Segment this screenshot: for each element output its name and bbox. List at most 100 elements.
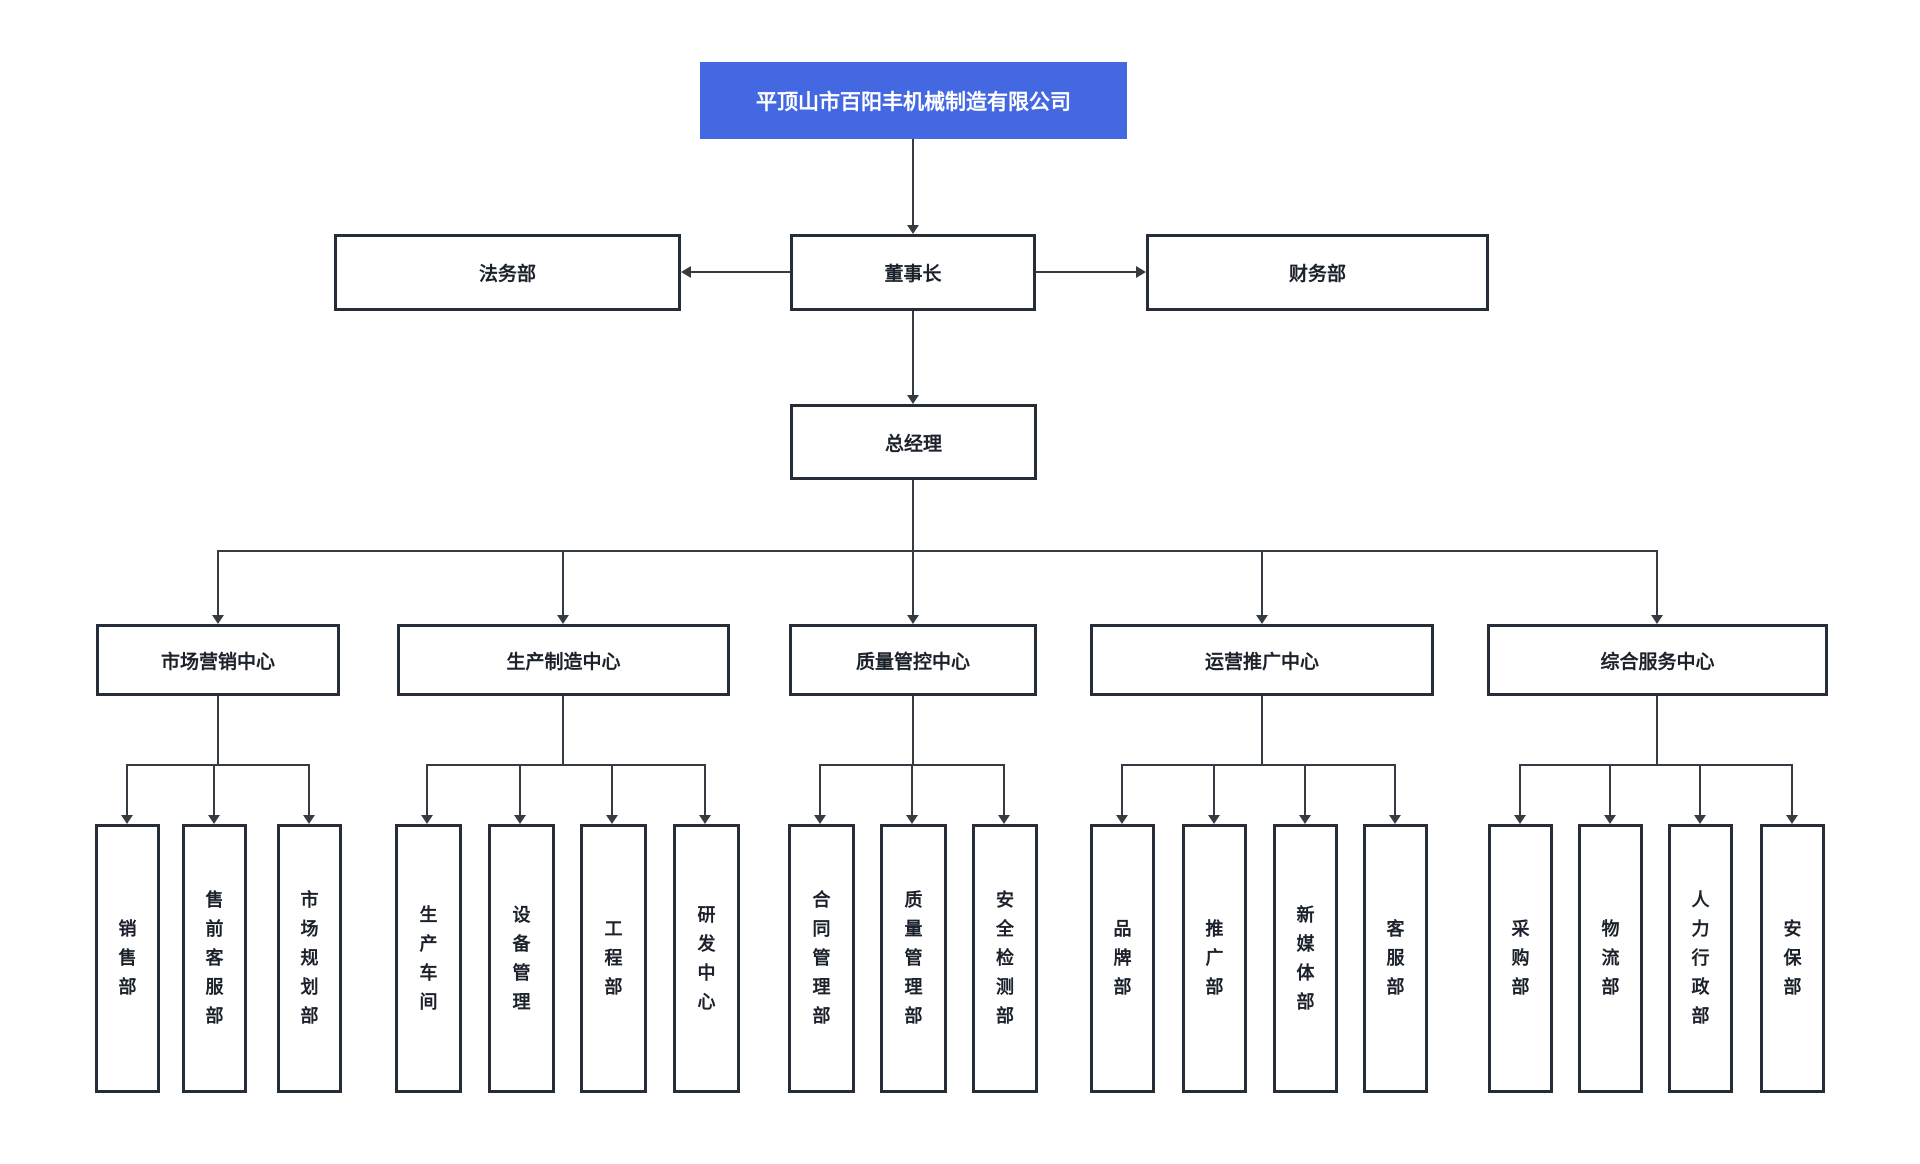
promotion-dept-label: 推广部 — [1205, 919, 1224, 997]
arrowhead-down-icon — [998, 815, 1010, 824]
sales-dept-label: 销售部 — [118, 919, 137, 997]
arrowhead-left-icon — [681, 266, 691, 278]
arrowhead-down-icon — [907, 225, 919, 234]
connector-chairman-gm — [912, 311, 914, 395]
connector-drop-child — [126, 765, 128, 815]
arrowhead-down-icon — [907, 615, 919, 624]
arrowhead-down-icon — [514, 815, 526, 824]
connector-drop-child — [1213, 765, 1215, 815]
safety-inspection-dept-label: 安全检测部 — [996, 890, 1014, 1026]
arrowhead-down-icon — [557, 615, 569, 624]
arrowhead-down-icon — [421, 815, 433, 824]
company-label: 平顶山市百阳丰机械制造有限公司 — [756, 90, 1071, 114]
node-finance-dept: 财务部 — [1146, 234, 1489, 311]
connector-bus-group-5 — [1519, 764, 1793, 766]
presales-service-dept-label: 售前客服部 — [205, 890, 224, 1026]
arrowhead-down-icon — [1786, 815, 1798, 824]
node-operations-center: 运营推广中心 — [1090, 624, 1434, 696]
connector-drop-child — [819, 765, 821, 815]
node-production-center: 生产制造中心 — [397, 624, 730, 696]
arrowhead-down-icon — [1694, 815, 1706, 824]
connector-drop-child — [308, 765, 310, 815]
quality-management-dept-label: 质量管理部 — [904, 890, 923, 1026]
node-quality-center: 质量管控中心 — [789, 624, 1037, 696]
general-manager-label: 总经理 — [884, 433, 942, 455]
node-equipment-management: 设备管理 — [488, 824, 555, 1093]
connector-drop-center-5 — [1656, 551, 1658, 615]
node-presales-service-dept: 售前客服部 — [182, 824, 247, 1093]
new-media-dept-label: 新媒体部 — [1296, 904, 1315, 1012]
connector-gm-trunk — [912, 480, 914, 552]
node-promotion-dept: 推广部 — [1182, 824, 1247, 1093]
connector-drop-center-3 — [912, 551, 914, 615]
connector-drop-child — [1699, 765, 1701, 815]
connector-chairman-legal — [691, 271, 790, 273]
node-sales-dept: 销售部 — [95, 824, 160, 1093]
legal-dept-label: 法务部 — [478, 264, 536, 285]
arrowhead-down-icon — [121, 815, 133, 824]
connector-bus-group-4 — [1121, 764, 1396, 766]
node-rnd-center: 研发中心 — [673, 824, 740, 1093]
arrowhead-down-icon — [907, 395, 919, 404]
logistics-dept-label: 物流部 — [1601, 919, 1620, 997]
node-services-center: 综合服务中心 — [1487, 624, 1828, 696]
connector-drop-child — [213, 765, 215, 815]
arrowhead-down-icon — [1389, 815, 1401, 824]
connector-drop-child — [911, 765, 913, 815]
finance-dept-label: 财务部 — [1288, 264, 1346, 285]
arrowhead-down-icon — [1604, 815, 1616, 824]
connector-drop-child — [1609, 765, 1611, 815]
node-quality-management-dept: 质量管理部 — [880, 824, 947, 1093]
connector-stub-center-5 — [1656, 696, 1658, 766]
node-legal-dept: 法务部 — [334, 234, 681, 311]
arrowhead-down-icon — [906, 815, 918, 824]
connector-stub-center-1 — [217, 696, 219, 766]
rnd-center-label: 研发中心 — [697, 904, 716, 1012]
arrowhead-down-icon — [814, 815, 826, 824]
production-workshop-label: 生产车间 — [419, 904, 438, 1012]
node-marketing-center: 市场营销中心 — [96, 624, 340, 696]
chairman-label: 董事长 — [884, 264, 942, 285]
connector-drop-child — [704, 765, 706, 815]
node-security-dept: 安保部 — [1760, 824, 1825, 1093]
node-contract-management-dept: 合同管理部 — [788, 824, 855, 1093]
arrowhead-down-icon — [699, 815, 711, 824]
connector-drop-child — [611, 765, 613, 815]
node-logistics-dept: 物流部 — [1578, 824, 1643, 1093]
connector-drop-center-1 — [217, 551, 219, 615]
connector-stub-center-3 — [912, 696, 914, 766]
arrowhead-down-icon — [606, 815, 618, 824]
quality-center-label: 质量管控中心 — [855, 651, 970, 673]
equipment-management-label: 设备管理 — [512, 904, 531, 1012]
node-general-manager: 总经理 — [790, 404, 1037, 480]
contract-management-dept-label: 合同管理部 — [812, 890, 831, 1026]
connector-drop-child — [1791, 765, 1793, 815]
node-new-media-dept: 新媒体部 — [1273, 824, 1338, 1093]
arrowhead-down-icon — [303, 815, 315, 824]
customer-service-dept-label: 客服部 — [1386, 919, 1405, 997]
connector-drop-child — [1394, 765, 1396, 815]
node-chairman: 董事长 — [790, 234, 1036, 311]
hr-admin-dept-label: 人力行政部 — [1691, 890, 1710, 1026]
engineering-dept-label: 工程部 — [604, 919, 623, 997]
connector-bus-group-1 — [126, 764, 310, 766]
node-hr-admin-dept: 人力行政部 — [1668, 824, 1733, 1093]
node-customer-service-dept: 客服部 — [1363, 824, 1428, 1093]
arrowhead-down-icon — [1116, 815, 1128, 824]
brand-dept-label: 品牌部 — [1113, 919, 1132, 997]
arrowhead-down-icon — [1651, 615, 1663, 624]
node-procurement-dept: 采购部 — [1488, 824, 1553, 1093]
connector-chairman-finance — [1036, 271, 1136, 273]
connector-stub-center-4 — [1261, 696, 1263, 766]
connector-drop-child — [426, 765, 428, 815]
connector-stub-center-2 — [562, 696, 564, 766]
arrowhead-down-icon — [1256, 615, 1268, 624]
connector-main-bus — [217, 550, 1658, 552]
node-market-planning-dept: 市场规划部 — [277, 824, 342, 1093]
connector-drop-center-4 — [1261, 551, 1263, 615]
arrowhead-down-icon — [212, 615, 224, 624]
connector-bus-group-2 — [426, 764, 706, 766]
node-brand-dept: 品牌部 — [1090, 824, 1155, 1093]
node-safety-inspection-dept: 安全检测部 — [972, 824, 1038, 1093]
